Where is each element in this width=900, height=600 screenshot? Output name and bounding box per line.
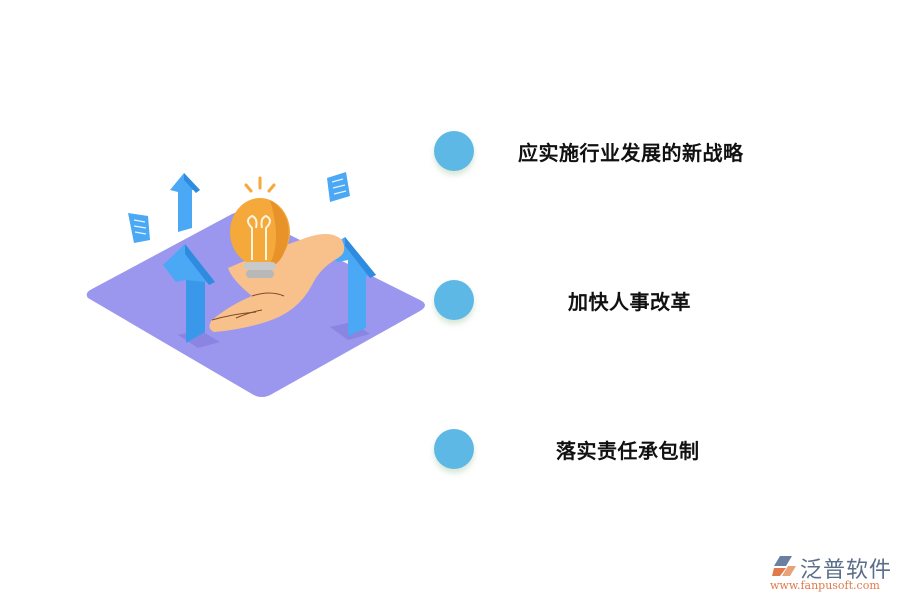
lightbulb-icon: [230, 176, 290, 278]
item-label: 应实施行业发展的新战略: [518, 141, 744, 165]
bullet-dot: [434, 429, 474, 469]
brand-logo: 泛普软件 www.fanpusoft.com: [770, 552, 895, 592]
arrow-up-icon: [163, 244, 215, 343]
logo-mark-icon: [772, 556, 796, 576]
logo-url: www.fanpusoft.com: [770, 579, 880, 592]
list-item: 落实责任承包制: [434, 429, 774, 469]
list-item: 应实施行业发展的新战略: [434, 131, 774, 171]
hand-icon: [209, 234, 345, 332]
item-label: 加快人事改革: [568, 290, 691, 314]
document-icon: [327, 172, 350, 202]
bullet-dot: [434, 280, 474, 320]
item-label: 落实责任承包制: [556, 439, 700, 463]
bullet-dot: [434, 131, 474, 171]
arrow-up-icon: [170, 173, 200, 232]
document-icon: [128, 213, 150, 243]
logo-name: 泛普软件: [800, 558, 893, 583]
list-item: 加快人事改革: [434, 280, 774, 320]
arrow-up-icon: [322, 237, 376, 336]
